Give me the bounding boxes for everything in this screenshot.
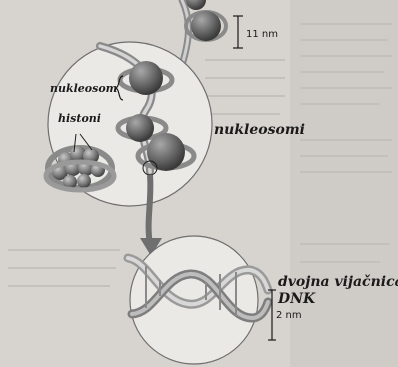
label-nucleosome: nukleosom: [50, 82, 117, 95]
nucleosome-bead: [129, 61, 163, 95]
nucleosome-bead: [147, 133, 185, 171]
scale-label-11nm: 11 nm: [246, 29, 278, 40]
histone-cluster: [46, 146, 114, 190]
label-double-helix-line2: DNK: [277, 291, 316, 307]
label-histones: histoni: [58, 112, 101, 125]
nucleosome-magnifier: nukleosom histoni: [46, 42, 212, 206]
label-double-helix-line1: dvojna vijačnica: [278, 274, 398, 290]
scale-label-2nm: 2 nm: [276, 310, 302, 321]
nucleosome-bead: [191, 11, 221, 41]
label-nucleosomes: nukleosomi: [214, 122, 305, 138]
nucleosome-bead: [126, 114, 154, 142]
